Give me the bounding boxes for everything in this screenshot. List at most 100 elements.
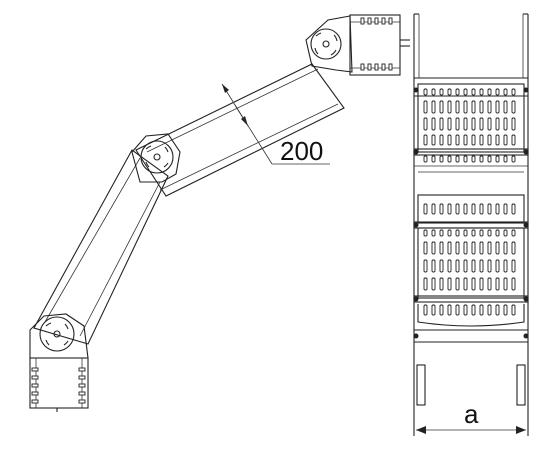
top-hinge [305, 14, 410, 76]
tray-slot [487, 277, 492, 291]
tray-slot [479, 155, 484, 163]
tray-slot [495, 277, 500, 291]
tray-slot [503, 88, 508, 96]
tray-slot [487, 259, 492, 273]
tray-slot [447, 203, 452, 215]
tray-slot [423, 100, 428, 114]
dimension-label-200: 200 [280, 136, 323, 166]
hinge-disc-bottom [39, 316, 75, 352]
tray-slot [439, 277, 444, 291]
tray-slot [471, 88, 476, 96]
tray-slot [495, 203, 500, 215]
tray-slot [431, 259, 436, 273]
tray-slot [455, 229, 460, 237]
tray-slot [503, 229, 508, 237]
top-view-tray: a [413, 13, 529, 436]
tray-slot [423, 88, 428, 96]
tray-slot [487, 203, 492, 215]
tray-slot [511, 229, 516, 237]
tray-slot [455, 241, 460, 255]
tray-slot [495, 229, 500, 237]
tray-slot [423, 229, 428, 237]
tray-slot [423, 155, 428, 163]
tray-slot [511, 88, 516, 96]
tray-slot [431, 88, 436, 96]
tray-slot [447, 100, 452, 114]
tray-slot [463, 259, 468, 273]
tray-slot [503, 241, 508, 255]
tray-slot [455, 203, 460, 215]
tray-slot [511, 259, 516, 273]
tray-slot [439, 100, 444, 114]
tray-slot [479, 277, 484, 291]
tray-slot [479, 203, 484, 215]
tray-slot [431, 229, 436, 237]
tray-slot [463, 100, 468, 114]
tray-slot [471, 203, 476, 215]
tray-slot [439, 134, 444, 146]
tray-slot [495, 100, 500, 114]
tray-slot [495, 259, 500, 273]
tray-slot [463, 277, 468, 291]
tray-slot [423, 203, 428, 215]
side-view-articulated-bend: 200 [29, 14, 410, 412]
tray-slot [463, 304, 468, 316]
tray-slot [479, 304, 484, 316]
tray-slot [455, 277, 460, 291]
tray-slot [495, 88, 500, 96]
upper-arm [135, 63, 345, 197]
tray-slot [423, 304, 428, 316]
tray-slot [447, 241, 452, 255]
tray-slot [463, 241, 468, 255]
tray-slot [447, 259, 452, 273]
tray-slot [495, 134, 500, 146]
tray-slot [471, 277, 476, 291]
lower-arm [33, 149, 169, 345]
tray-slot [455, 304, 460, 316]
tray-slot [511, 155, 516, 163]
tray-slot [455, 88, 460, 96]
tray-slot [487, 134, 492, 146]
tray-slot [511, 117, 516, 131]
tray-slot [479, 117, 484, 131]
tray-slot [431, 134, 436, 146]
tray-slot [447, 304, 452, 316]
tray-slot [447, 277, 452, 291]
tray-slot [471, 117, 476, 131]
tray-slot [439, 241, 444, 255]
tray-slot [455, 100, 460, 114]
tray-slot [471, 100, 476, 114]
tray-slot [447, 134, 452, 146]
tray-slot [463, 88, 468, 96]
tray-slot [495, 241, 500, 255]
tray-slot [423, 241, 428, 255]
tray-slot [479, 134, 484, 146]
tray-slot [423, 277, 428, 291]
tray-slot [463, 155, 468, 163]
tray-slot [439, 259, 444, 273]
tray-slot [479, 88, 484, 96]
tray-slot [423, 259, 428, 273]
tray-slot [455, 155, 460, 163]
tray-slot [463, 229, 468, 237]
tray-slot [431, 277, 436, 291]
tray-slot [439, 304, 444, 316]
tray-slot [487, 229, 492, 237]
tray-slot [471, 229, 476, 237]
tray-slot [479, 259, 484, 273]
tray-slot [463, 203, 468, 215]
tray-slot [423, 117, 428, 131]
tray-slot [511, 277, 516, 291]
tray-slot [439, 117, 444, 131]
tray-slot [479, 229, 484, 237]
tray-slot [479, 100, 484, 114]
tray-slot [511, 134, 516, 146]
tray-slot [511, 203, 516, 215]
tray-slot [471, 304, 476, 316]
tray-slot [503, 100, 508, 114]
hinge-disc-middle [140, 140, 174, 174]
tray-slot [511, 100, 516, 114]
tray-slot [495, 155, 500, 163]
tray-slot [431, 241, 436, 255]
